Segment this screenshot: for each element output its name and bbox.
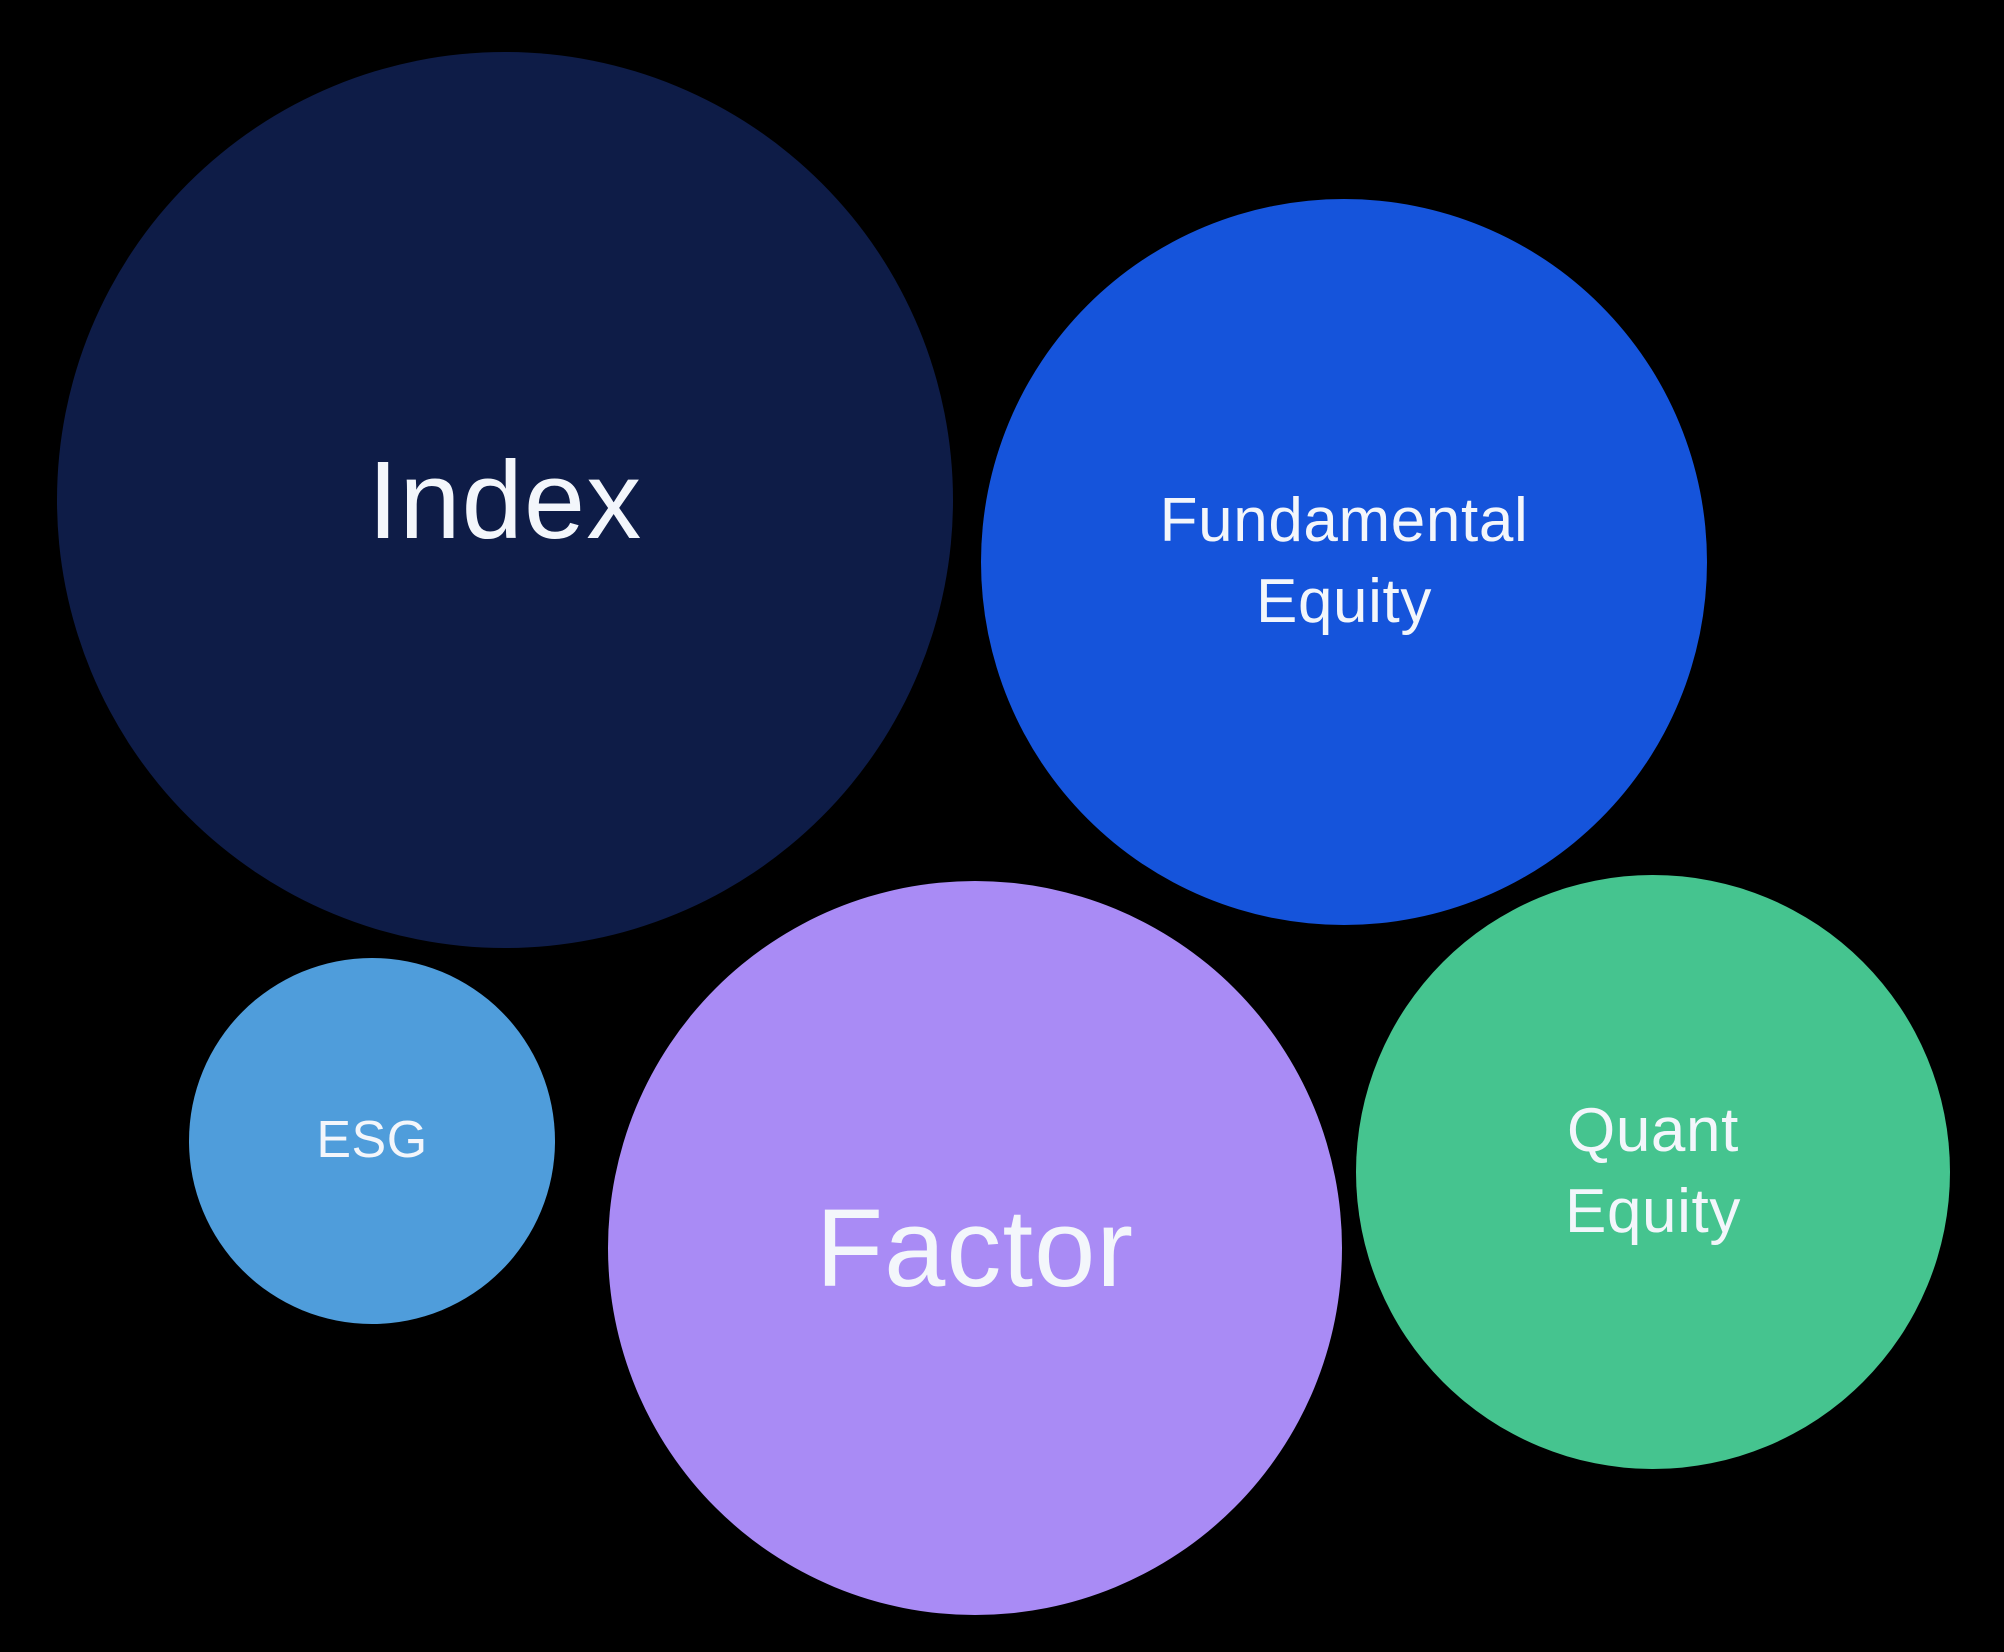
- bubble-quant-equity: Quant Equity: [1356, 875, 1950, 1469]
- bubble-quant-equity-label-line2: Equity: [1564, 1177, 1742, 1246]
- bubble-esg-label: ESG: [316, 1107, 427, 1175]
- bubble-fundamental-equity-label-line2: Equity: [1255, 567, 1433, 636]
- bubble-factor-label-line: Factor: [815, 1186, 1135, 1310]
- bubble-factor-label: Factor: [816, 1177, 1134, 1320]
- bubble-index: Index: [57, 52, 953, 948]
- bubble-fundamental-equity: Fundamental Equity: [981, 199, 1707, 925]
- bubble-index-label-line: Index: [367, 438, 643, 562]
- bubble-esg: ESG: [189, 958, 555, 1324]
- bubble-esg-label-line: ESG: [316, 1111, 428, 1170]
- bubble-index-label: Index: [368, 429, 643, 572]
- bubble-fundamental-equity-label: Fundamental Equity: [1160, 481, 1529, 642]
- bubble-quant-equity-label-line1: Quant: [1566, 1096, 1739, 1166]
- bubble-fundamental-equity-label-line1: Fundamental: [1159, 486, 1529, 556]
- bubble-factor: Factor: [608, 881, 1342, 1615]
- bubble-quant-equity-label: Quant Equity: [1565, 1091, 1741, 1252]
